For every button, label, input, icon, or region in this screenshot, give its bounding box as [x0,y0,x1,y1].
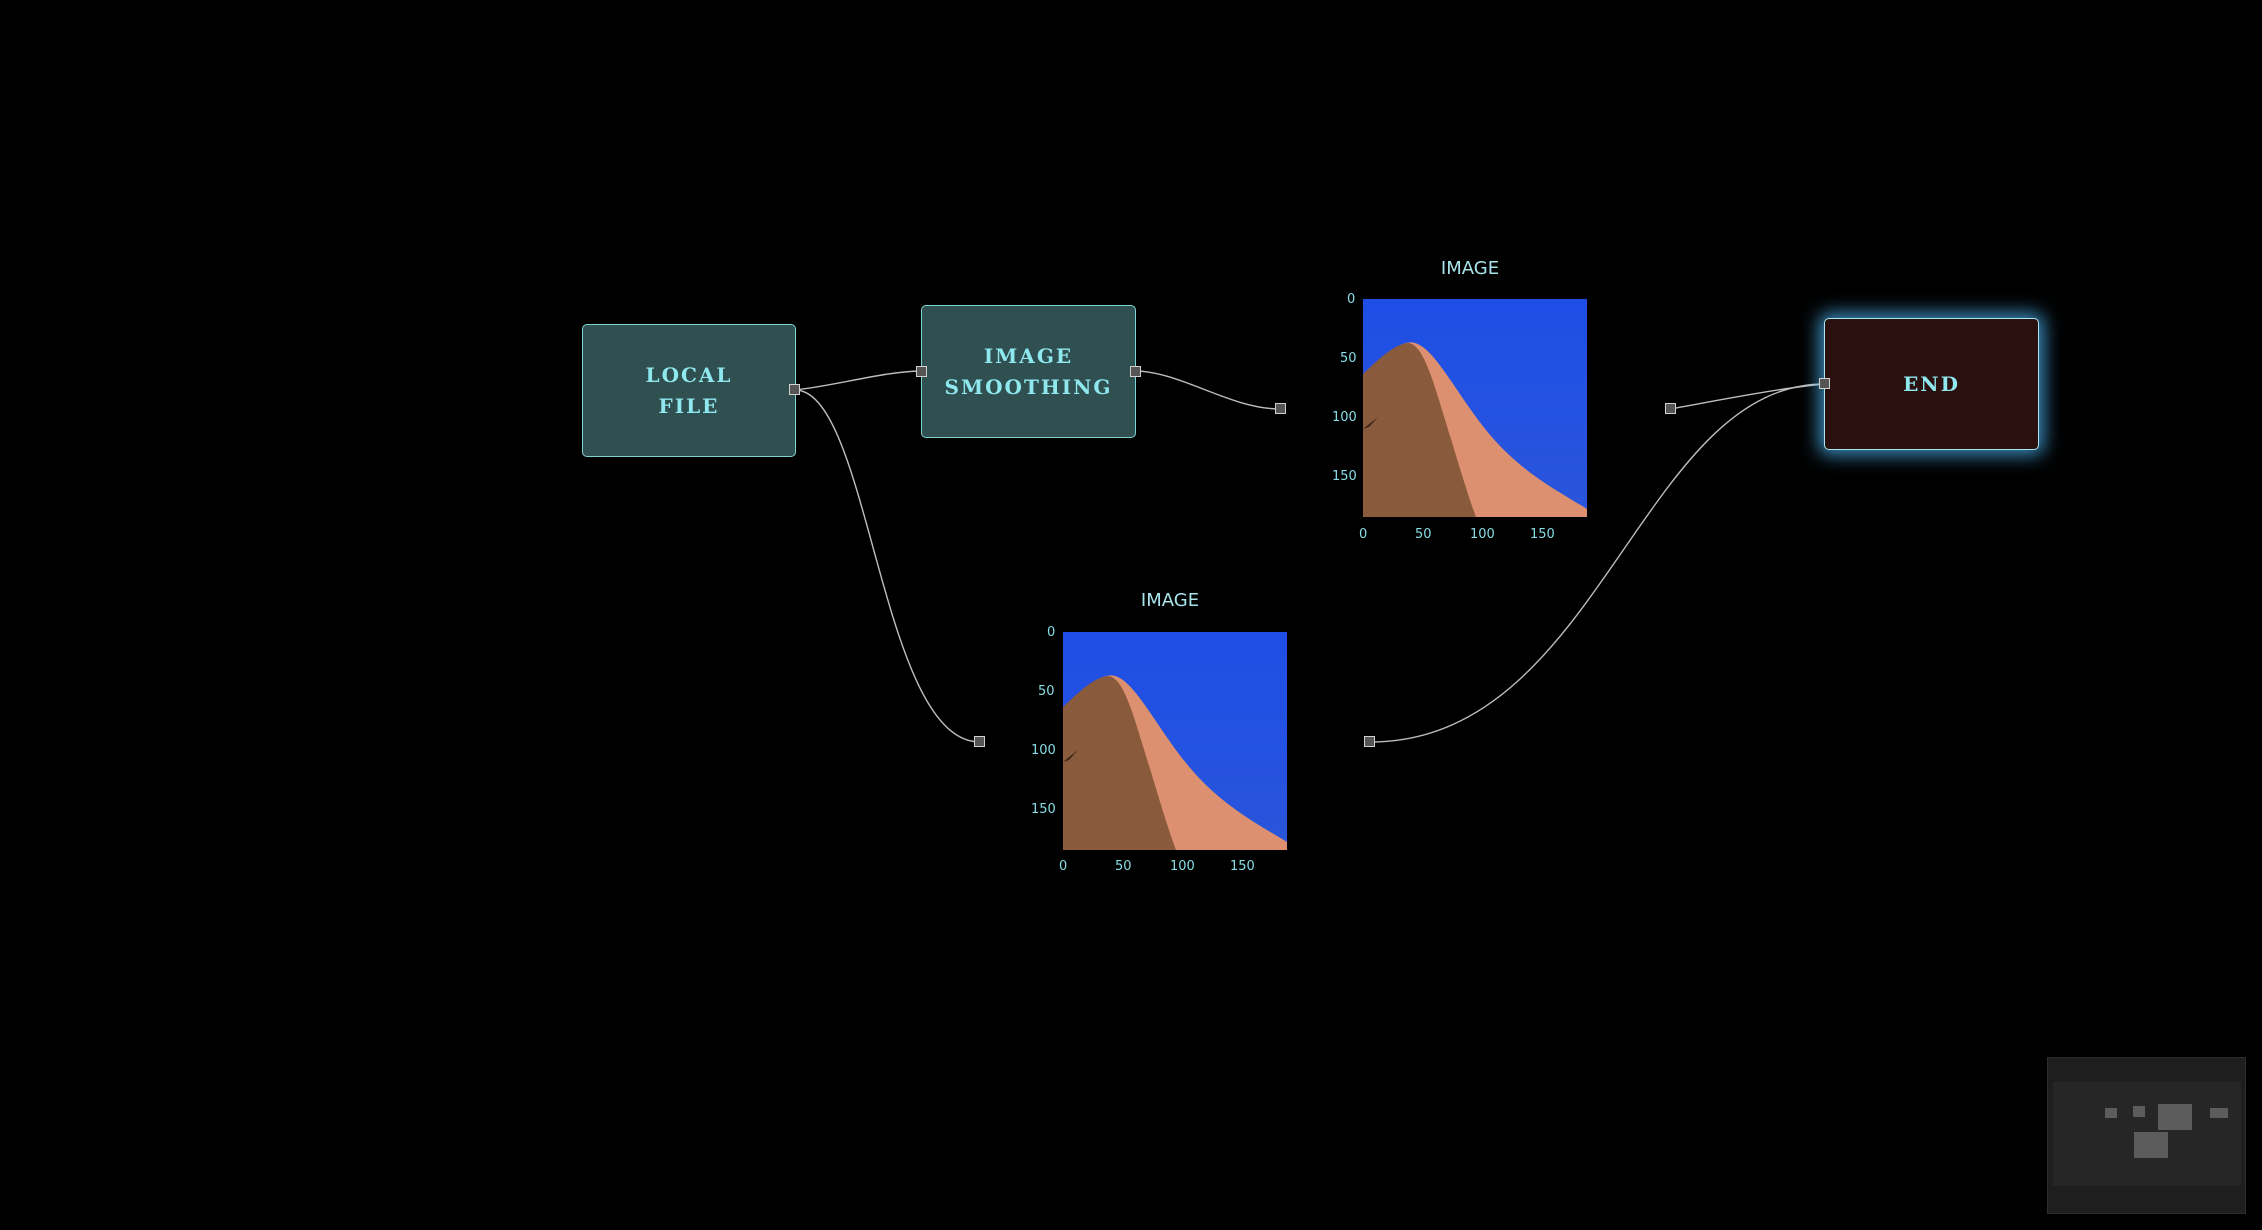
image-viewer-top-title: IMAGE [1440,258,1500,279]
image-viewer-top-input-port[interactable] [1275,403,1286,414]
minimap-node [2158,1104,2192,1130]
edge-smoothing-to-top-viewer[interactable] [1134,370,1281,410]
x-tick-label: 100 [1170,859,1195,874]
image-viewer-top[interactable]: IMAGE 0 50 100 150 0 50 100 150 [1320,258,1620,558]
minimap[interactable] [2047,1057,2246,1214]
x-tick-label: 150 [1230,859,1255,874]
image-smoothing-node[interactable]: IMAGE SMOOTHING [921,305,1136,438]
minimap-node [2133,1106,2145,1117]
x-tick-label: 0 [1059,859,1068,874]
local-file-node[interactable]: LOCAL FILE [582,324,796,457]
y-tick-label: 100 [1332,410,1357,425]
y-tick-label: 50 [1038,684,1055,699]
y-tick-label: 0 [1347,292,1356,307]
x-tick-label: 150 [1530,527,1555,542]
local-file-label: LOCAL FILE [645,362,733,418]
end-input-port[interactable] [1819,378,1830,389]
edge-top-viewer-to-end[interactable] [1669,383,1826,410]
image-viewer-bottom[interactable]: IMAGE 0 50 100 150 0 50 100 150 [1020,590,1320,890]
edge-localfile-to-smoothing[interactable] [794,370,922,391]
image-smoothing-output-port[interactable] [1130,366,1141,377]
minimap-node [2105,1108,2117,1118]
y-tick-label: 0 [1047,625,1056,640]
image-viewer-top-image [1363,299,1587,517]
y-tick-label: 150 [1031,802,1056,817]
image-smoothing-input-port[interactable] [916,366,927,377]
x-tick-label: 100 [1470,527,1495,542]
end-node[interactable]: END [1824,318,2039,450]
end-label: END [1903,371,1960,396]
edge-bottom-viewer-to-end[interactable] [1369,383,1826,743]
minimap-node [2134,1132,2168,1158]
image-viewer-bottom-image [1063,632,1287,850]
image-viewer-bottom-output-port[interactable] [1364,736,1375,747]
x-tick-label: 50 [1115,859,1132,874]
minimap-viewport[interactable] [2053,1082,2241,1186]
x-tick-label: 50 [1415,527,1432,542]
edge-localfile-to-bottom-viewer[interactable] [794,389,981,743]
image-smoothing-label: IMAGE SMOOTHING [944,343,1113,399]
local-file-output-port[interactable] [789,384,800,395]
image-viewer-bottom-input-port[interactable] [974,736,985,747]
minimap-node [2210,1108,2228,1118]
image-viewer-bottom-title: IMAGE [1140,590,1200,611]
image-viewer-top-output-port[interactable] [1665,403,1676,414]
x-tick-label: 0 [1359,527,1368,542]
y-tick-label: 50 [1340,351,1357,366]
y-tick-label: 150 [1332,469,1357,484]
y-tick-label: 100 [1031,743,1056,758]
